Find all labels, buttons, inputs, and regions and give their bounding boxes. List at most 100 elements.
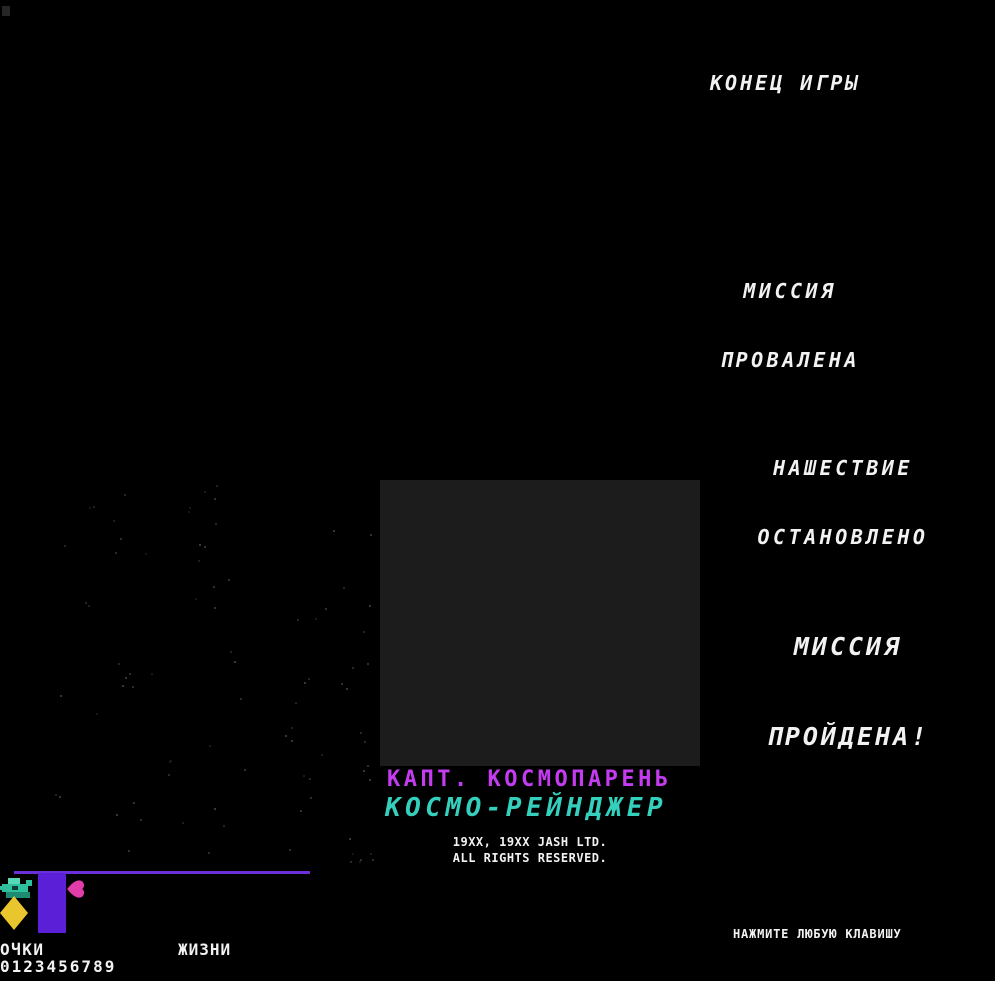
star <box>291 727 293 729</box>
score-label: ОЧКИ <box>0 940 45 959</box>
star <box>369 779 371 781</box>
mission-failed-line2: ПРОВАЛЕНА <box>720 348 860 372</box>
star <box>204 546 206 548</box>
star <box>360 859 362 861</box>
press-any-key-text: НАЖМИТЕ ЛЮБУЮ КЛАВИШУ <box>733 927 902 941</box>
star <box>240 698 242 700</box>
star <box>228 579 230 581</box>
corner-artifact <box>2 6 10 16</box>
copyright-line1: 19XX, 19XX JASH LTD. <box>452 835 608 849</box>
star <box>132 686 134 688</box>
star <box>244 769 246 771</box>
mission-passed-line1: МИССИЯ <box>793 632 903 661</box>
star <box>214 498 216 500</box>
copyright-line2: ALL RIGHTS RESERVED. <box>452 851 608 865</box>
heart-icon <box>67 880 84 898</box>
star <box>60 695 62 697</box>
star <box>367 765 369 767</box>
lives-label: ЖИЗНИ <box>178 940 232 959</box>
star <box>295 702 297 704</box>
star <box>216 485 218 487</box>
ground-line <box>14 871 310 874</box>
star <box>303 775 305 777</box>
star <box>124 494 126 496</box>
star <box>341 683 343 685</box>
captain-title: КАПТ. КОСМОПАРЕНЬ <box>387 767 672 792</box>
star <box>310 797 312 799</box>
star <box>199 544 201 546</box>
invasion-stopped-line2: ОСТАНОВЛЕНО <box>757 525 929 549</box>
star <box>213 586 215 588</box>
game-over-text: КОНЕЦ ИГРЫ <box>710 71 861 95</box>
star <box>363 631 365 633</box>
star <box>370 534 372 536</box>
star <box>128 850 130 852</box>
star <box>372 859 374 861</box>
starfield <box>55 485 377 867</box>
star <box>367 663 369 665</box>
heart-pickup-sprite <box>64 876 90 906</box>
mission-passed-line2: ПРОЙДЕНА! <box>766 722 930 751</box>
star <box>140 819 142 821</box>
star <box>285 735 287 737</box>
star <box>315 618 317 620</box>
star <box>188 511 190 513</box>
star <box>120 538 122 540</box>
star <box>291 740 293 742</box>
star <box>300 810 302 812</box>
preview-panel <box>380 480 700 766</box>
star <box>59 796 61 798</box>
star <box>214 808 216 810</box>
star <box>151 673 153 675</box>
player-ship-sprite <box>0 876 34 906</box>
star <box>118 663 120 665</box>
star <box>145 553 147 555</box>
star <box>122 685 124 687</box>
star <box>169 761 171 763</box>
star <box>168 774 170 776</box>
star <box>96 713 98 715</box>
star <box>352 853 354 855</box>
star <box>352 667 354 669</box>
star <box>170 760 172 762</box>
star <box>321 754 323 756</box>
star <box>129 673 131 675</box>
star <box>289 849 291 851</box>
ship-icon <box>0 878 32 898</box>
star <box>297 619 299 621</box>
purple-block-sprite <box>38 873 66 933</box>
game-title: КОСМО-РЕЙНДЖЕР <box>385 793 668 823</box>
star <box>343 587 345 589</box>
star <box>350 861 352 863</box>
star <box>223 825 225 827</box>
invasion-stopped-text: НАШЕСТВИЕ ОСТАНОВЛЕНО <box>745 411 941 595</box>
star <box>325 608 327 610</box>
star <box>364 741 366 743</box>
star <box>93 506 95 508</box>
star <box>85 602 87 604</box>
star <box>304 682 306 684</box>
star <box>55 794 57 796</box>
star <box>363 770 365 772</box>
star <box>370 853 372 855</box>
star <box>133 802 135 804</box>
star <box>189 507 191 509</box>
mission-failed-line1: МИССИЯ <box>743 279 837 303</box>
star <box>182 822 184 824</box>
star <box>349 838 351 840</box>
star <box>125 677 127 679</box>
star <box>198 560 200 562</box>
star <box>359 861 361 863</box>
diamond-icon <box>0 896 28 930</box>
star <box>88 605 90 607</box>
star <box>360 732 362 734</box>
star <box>308 678 310 680</box>
star <box>346 688 348 690</box>
star <box>369 605 371 607</box>
star <box>309 778 311 780</box>
star <box>208 852 210 854</box>
star <box>204 491 206 493</box>
digit-strip: 0123456789 <box>0 957 117 976</box>
star <box>230 651 232 653</box>
star <box>209 745 211 747</box>
